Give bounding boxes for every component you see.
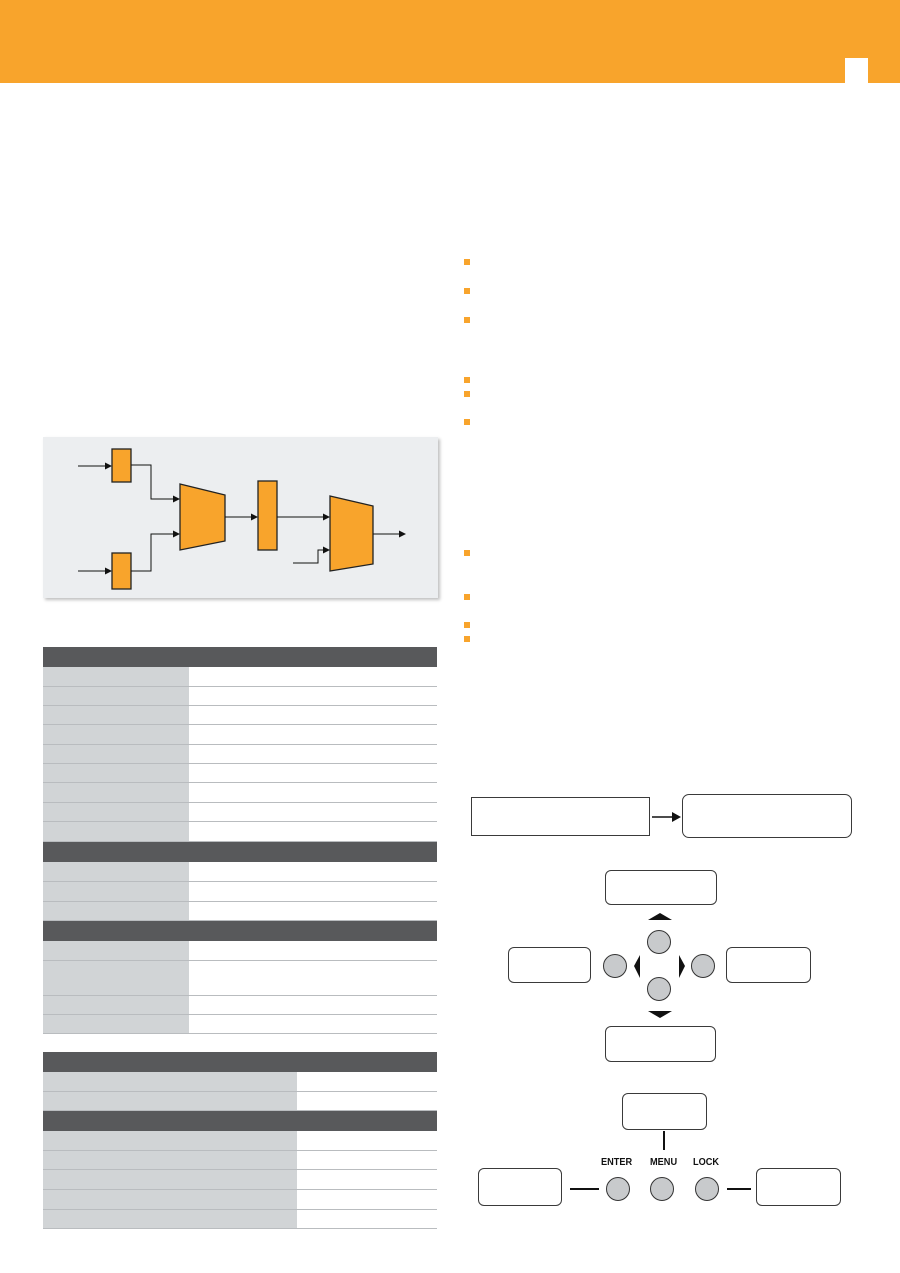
- bullet-marker: [464, 594, 470, 600]
- block-diagram: [78, 448, 406, 590]
- table-row: [43, 1190, 437, 1210]
- table-row: [43, 822, 437, 842]
- arrow-down-icon: [648, 1011, 672, 1018]
- table-row: [43, 862, 437, 882]
- lock-button[interactable]: [695, 1177, 719, 1201]
- lcd-display-box-enter: [478, 1168, 562, 1206]
- table-row: [43, 706, 437, 725]
- lcd-display-box: [471, 797, 650, 836]
- bullet-marker: [464, 550, 470, 556]
- spec-table-1: [43, 647, 437, 1035]
- table-row: [43, 1072, 437, 1092]
- table-row: [43, 1210, 437, 1229]
- input-block-top: [111, 448, 132, 483]
- table-row: [43, 687, 437, 706]
- menu-button[interactable]: [650, 1177, 674, 1201]
- table-row: [43, 803, 437, 822]
- lcd-display-box-lock: [756, 1168, 841, 1206]
- menu-label: MENU: [650, 1157, 678, 1168]
- bullet-marker: [464, 636, 470, 642]
- lcd-display-box: [682, 794, 852, 838]
- bullet-marker: [464, 377, 470, 383]
- connector-line: [663, 1131, 665, 1150]
- table-row: [43, 882, 437, 902]
- navigation-arrows: [634, 913, 685, 1018]
- connector-line: [570, 1188, 599, 1190]
- page-number-tab: [845, 58, 868, 83]
- table-row: [43, 961, 437, 996]
- table-row: [43, 996, 437, 1015]
- table-row: [43, 1170, 437, 1190]
- spec-table-2: [43, 1052, 437, 1230]
- left-button[interactable]: [603, 954, 627, 978]
- input-block-bottom: [111, 552, 132, 590]
- table-section-header: [43, 1052, 437, 1072]
- arrow-left-icon: [634, 955, 640, 978]
- table-row: [43, 902, 437, 921]
- right-button[interactable]: [691, 954, 715, 978]
- table-section-header: [43, 921, 437, 941]
- table-row: [43, 764, 437, 783]
- header-bar: [0, 0, 900, 83]
- enter-label: ENTER: [601, 1157, 633, 1168]
- bullet-marker: [464, 419, 470, 425]
- table-section-header: [43, 842, 437, 862]
- mux-block: [179, 483, 226, 551]
- down-button[interactable]: [647, 977, 671, 1001]
- arrow-right-icon: [679, 955, 685, 978]
- table-row: [43, 1015, 437, 1034]
- table-row: [43, 1151, 437, 1170]
- bullet-marker: [464, 259, 470, 265]
- lock-label: LOCK: [693, 1157, 720, 1168]
- output-mux-block: [329, 495, 374, 572]
- bullet-marker: [464, 391, 470, 397]
- lcd-display-box-right: [726, 947, 811, 983]
- table-section-header: [43, 1111, 437, 1131]
- table-row: [43, 1092, 437, 1111]
- table-row: [43, 941, 437, 961]
- connector-line: [727, 1188, 751, 1190]
- table-row: [43, 725, 437, 745]
- arrow-right-icon: [652, 812, 681, 822]
- enter-button[interactable]: [606, 1177, 630, 1201]
- lcd-display-box-left: [508, 947, 591, 983]
- bullet-marker: [464, 622, 470, 628]
- lcd-display-box-up: [605, 870, 717, 905]
- bullet-marker: [464, 317, 470, 323]
- table-row: [43, 667, 437, 687]
- table-row: [43, 1131, 437, 1151]
- arrow-up-icon: [648, 913, 672, 920]
- up-button[interactable]: [647, 930, 671, 954]
- table-section-header: [43, 647, 437, 667]
- lcd-display-box-down: [605, 1026, 716, 1062]
- bullet-marker: [464, 288, 470, 294]
- lcd-display-box-menu: [622, 1093, 707, 1130]
- table-row: [43, 745, 437, 764]
- table-row: [43, 783, 437, 803]
- register-block: [257, 480, 278, 551]
